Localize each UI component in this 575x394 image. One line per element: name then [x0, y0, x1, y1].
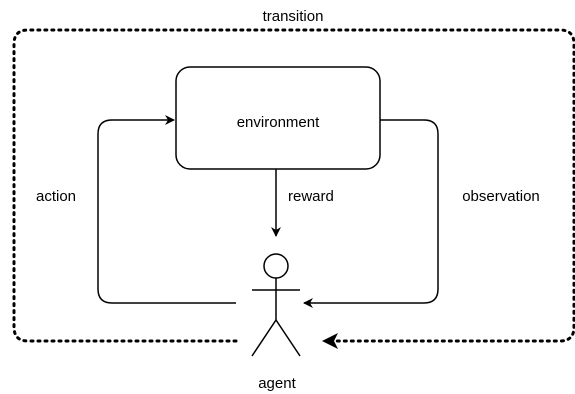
action-label: action: [36, 188, 76, 205]
action-edge: [97, 115, 236, 304]
transition-loop: [12, 28, 575, 343]
reward-label: reward: [288, 188, 334, 205]
agent-figure: [251, 253, 301, 357]
agent-label: agent: [258, 375, 296, 392]
environment-label: environment: [237, 114, 320, 131]
environment-box: [175, 66, 381, 170]
transition-label: transition: [263, 8, 324, 25]
transition-arrowhead: [322, 333, 338, 349]
observation-label: observation: [462, 188, 540, 205]
observation-edge: [303, 119, 439, 308]
